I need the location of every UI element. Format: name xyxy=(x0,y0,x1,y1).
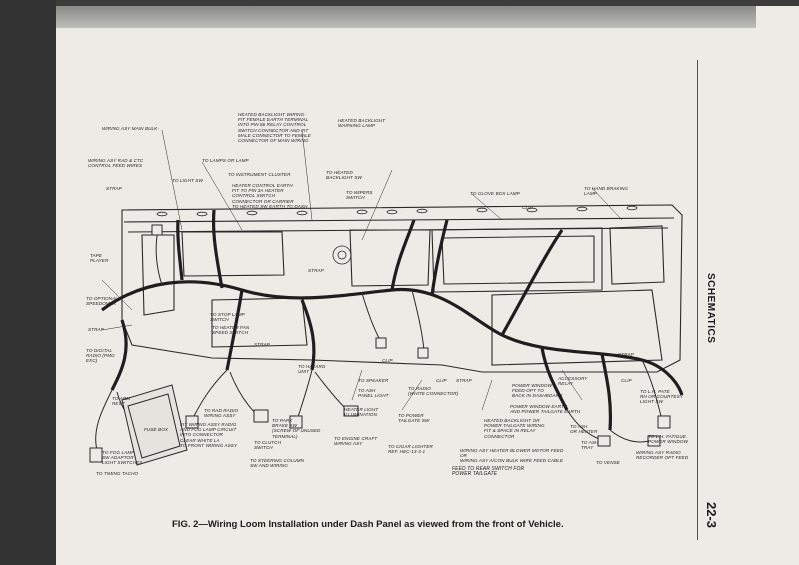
callout-label: TO FOG LAMP SW ADAPTOR LIGHT SWITCHES xyxy=(102,450,143,466)
callout-label: TO ARM REST xyxy=(112,396,131,407)
callout-label: POWER WINDOW FEED-OPT TO BACK IN DASHBOA… xyxy=(512,383,563,399)
callout-label: TO INSTRUMENT CLUSTER xyxy=(228,172,291,177)
callout-label: HEATED BACKLIGHT OR POWER TAILGATE WIRIN… xyxy=(484,418,545,439)
callout-label: FEED TO REAR SWITCH FOR POWER TAILGATE xyxy=(452,466,525,478)
callout-label: TO SPEAKER xyxy=(358,378,389,383)
callout-label: TO HAND BRAKING LAMP xyxy=(584,186,629,197)
callout-label: HEATER LIGHT ILLUMINATION xyxy=(344,407,379,418)
callout-label: STRAP xyxy=(618,352,634,357)
callout-label: TO ENGINE CRAFT WIRING ASY xyxy=(334,436,378,447)
callout-label: TO STOP LAMP SWITCH xyxy=(210,312,245,323)
callout-label: TO POWER TAILGATE SW xyxy=(398,413,430,424)
callout-label: TO L.H. PATE RH OR COURTESY LIGHT SW xyxy=(640,389,683,405)
section-title: SCHEMATICS xyxy=(705,273,716,344)
callout-label: CLIP xyxy=(436,378,447,383)
callout-label: STRAP xyxy=(254,342,270,347)
callout-label: TO ASH TRAY xyxy=(581,440,599,451)
callout-label: TO STEERING COLUMN SW AND WIRING xyxy=(250,458,305,469)
page-number: 22-3 xyxy=(704,502,719,529)
callout-label: WIRING ASY RAD & CTC CONTROL FEED WIRES xyxy=(88,158,144,169)
callout-label: WIRING ASY RADIO RECORDER OPT FEED xyxy=(636,450,689,461)
callout-label: STRAP xyxy=(106,186,122,191)
callout-label: TO CIGAR LIGHTER REF. HEC-13-3-1 xyxy=(388,444,433,455)
callout-label: TO DIGITAL RADIO (PMG EXC) xyxy=(86,348,115,364)
callout-label: FUSE BOX xyxy=(144,427,169,432)
wiring-loom-schematic xyxy=(89,129,684,466)
callout-label: TO HEATED BACKLIGHT SW xyxy=(326,170,362,181)
callout-label: TO LAMPS OR LAMP xyxy=(202,158,249,163)
main-harness xyxy=(101,209,684,431)
callout-label: HEATED BACKLIGHT WARNING LAMP xyxy=(338,118,386,129)
callout-label: TAPE PLAYER xyxy=(90,253,109,264)
callout-label: TO ASH OR HEATER xyxy=(570,424,598,435)
callout-label: TO PARK BRAKE SW (SCREW OF UNUSED TERMIN… xyxy=(272,418,321,439)
callout-label: TO GLOVE BOX LAMP xyxy=(470,191,520,196)
callout-label: WIRING ASY HEATER BLOWER MOTOR FEED OR W… xyxy=(460,448,564,464)
callout-label: STRAP xyxy=(88,327,104,332)
callout-label: TO CLUTCH SWITCH xyxy=(254,440,282,451)
callout-label: HEATED BACKLIGHT WIRING- FIT FEMALE EART… xyxy=(238,112,311,144)
figure-caption: FIG. 2—Wiring Loom Installation under Da… xyxy=(172,519,564,530)
margin-rule xyxy=(697,60,698,540)
dash-panel-outline xyxy=(121,204,683,373)
callout-label: TO RADIO (WHITE CONNECTOR) xyxy=(408,386,459,397)
fuse-box xyxy=(121,384,188,466)
callout-label: CLIP xyxy=(382,358,393,363)
callout-label: FIT WIRING ASSY RADIO AND FOG LAMP CIRCU… xyxy=(180,422,238,448)
callout-label: TO VENSE xyxy=(596,460,620,465)
callout-label: TO LIGHT SW xyxy=(172,178,203,183)
callout-label: TO RAD RADIO WIRING ASSY xyxy=(204,408,239,419)
callout-label: ACCESSORY RELAY xyxy=(558,376,588,387)
connectors xyxy=(89,224,671,463)
callout-label: TO ASH PANEL LIGHT xyxy=(358,388,389,399)
mounting-holes xyxy=(156,205,638,265)
callout-label: TO TIMING TACHO xyxy=(96,471,139,476)
callout-label: HEATER CONTROL EARTH FIT TO PIN 3A HEATE… xyxy=(232,183,308,209)
callout-label: TO OPTIONAL SPEEDOMTR xyxy=(86,296,118,307)
callout-label: TO L.H. FATIGUE POWER WINDOW xyxy=(648,434,688,445)
leader-lines xyxy=(101,129,623,411)
callout-label: CLIP xyxy=(621,378,632,383)
callout-label: STRAP xyxy=(308,268,324,273)
callout-label: TO HEATER FAN SPEED SWITCH xyxy=(212,325,250,336)
callout-label: CLIP xyxy=(522,205,533,210)
callout-label: WIRING ASY MAIN BULK- xyxy=(102,126,159,131)
callout-label: TO HAZARD UNIT xyxy=(298,364,326,375)
callout-label: POWER WINDOW EARTH AND POWER TAILGATE EA… xyxy=(510,404,581,415)
callout-label: TO WIPERS SWITCH xyxy=(346,190,373,201)
callout-label: STRAP xyxy=(456,378,472,383)
scan-shadow-band xyxy=(56,6,756,28)
